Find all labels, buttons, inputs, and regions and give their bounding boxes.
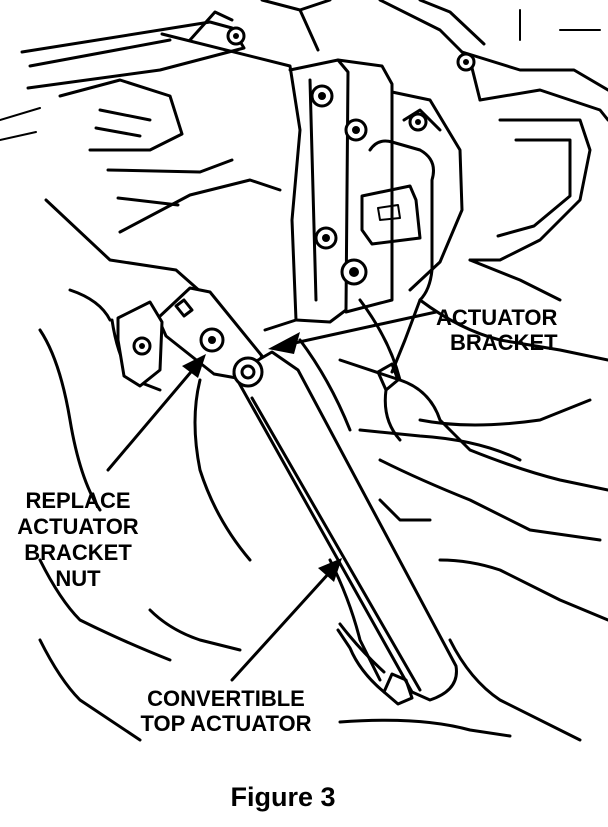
label-convertible-top-actuator-line1: CONVERTIBLE bbox=[147, 686, 305, 711]
label-actuator-bracket: ACTUATOR BRACKET bbox=[436, 305, 558, 355]
right-structure bbox=[260, 0, 608, 302]
vertical-bracket bbox=[288, 58, 394, 324]
label-convertible-top-actuator: CONVERTIBLE TOP ACTUATOR bbox=[140, 686, 311, 736]
label-replace-nut-line3: BRACKET bbox=[24, 540, 132, 565]
arrow-head-bracket bbox=[268, 332, 300, 354]
figure-caption: Figure 3 bbox=[230, 782, 335, 812]
actuator-cylinder bbox=[232, 350, 458, 706]
label-convertible-top-actuator-line2: TOP ACTUATOR bbox=[140, 711, 311, 736]
arrow-head-nut bbox=[182, 354, 206, 378]
mounting-plate bbox=[44, 32, 302, 332]
label-replace-nut-line2: ACTUATOR bbox=[17, 514, 139, 539]
label-replace-nut-line1: REPLACE bbox=[25, 488, 130, 513]
actuator-bracket bbox=[116, 286, 264, 388]
label-replace-nut: REPLACE ACTUATOR BRACKET NUT bbox=[17, 488, 139, 591]
arrow-head-actuator bbox=[318, 558, 342, 582]
label-actuator-bracket-line2: BRACKET bbox=[450, 330, 558, 355]
leader-arrows bbox=[106, 310, 512, 738]
lower-body bbox=[38, 288, 608, 742]
wire-harness bbox=[360, 139, 435, 442]
label-replace-nut-line4: NUT bbox=[55, 566, 101, 591]
upper-arm-structure bbox=[0, 10, 246, 141]
label-actuator-bracket-line1: ACTUATOR bbox=[436, 305, 558, 330]
